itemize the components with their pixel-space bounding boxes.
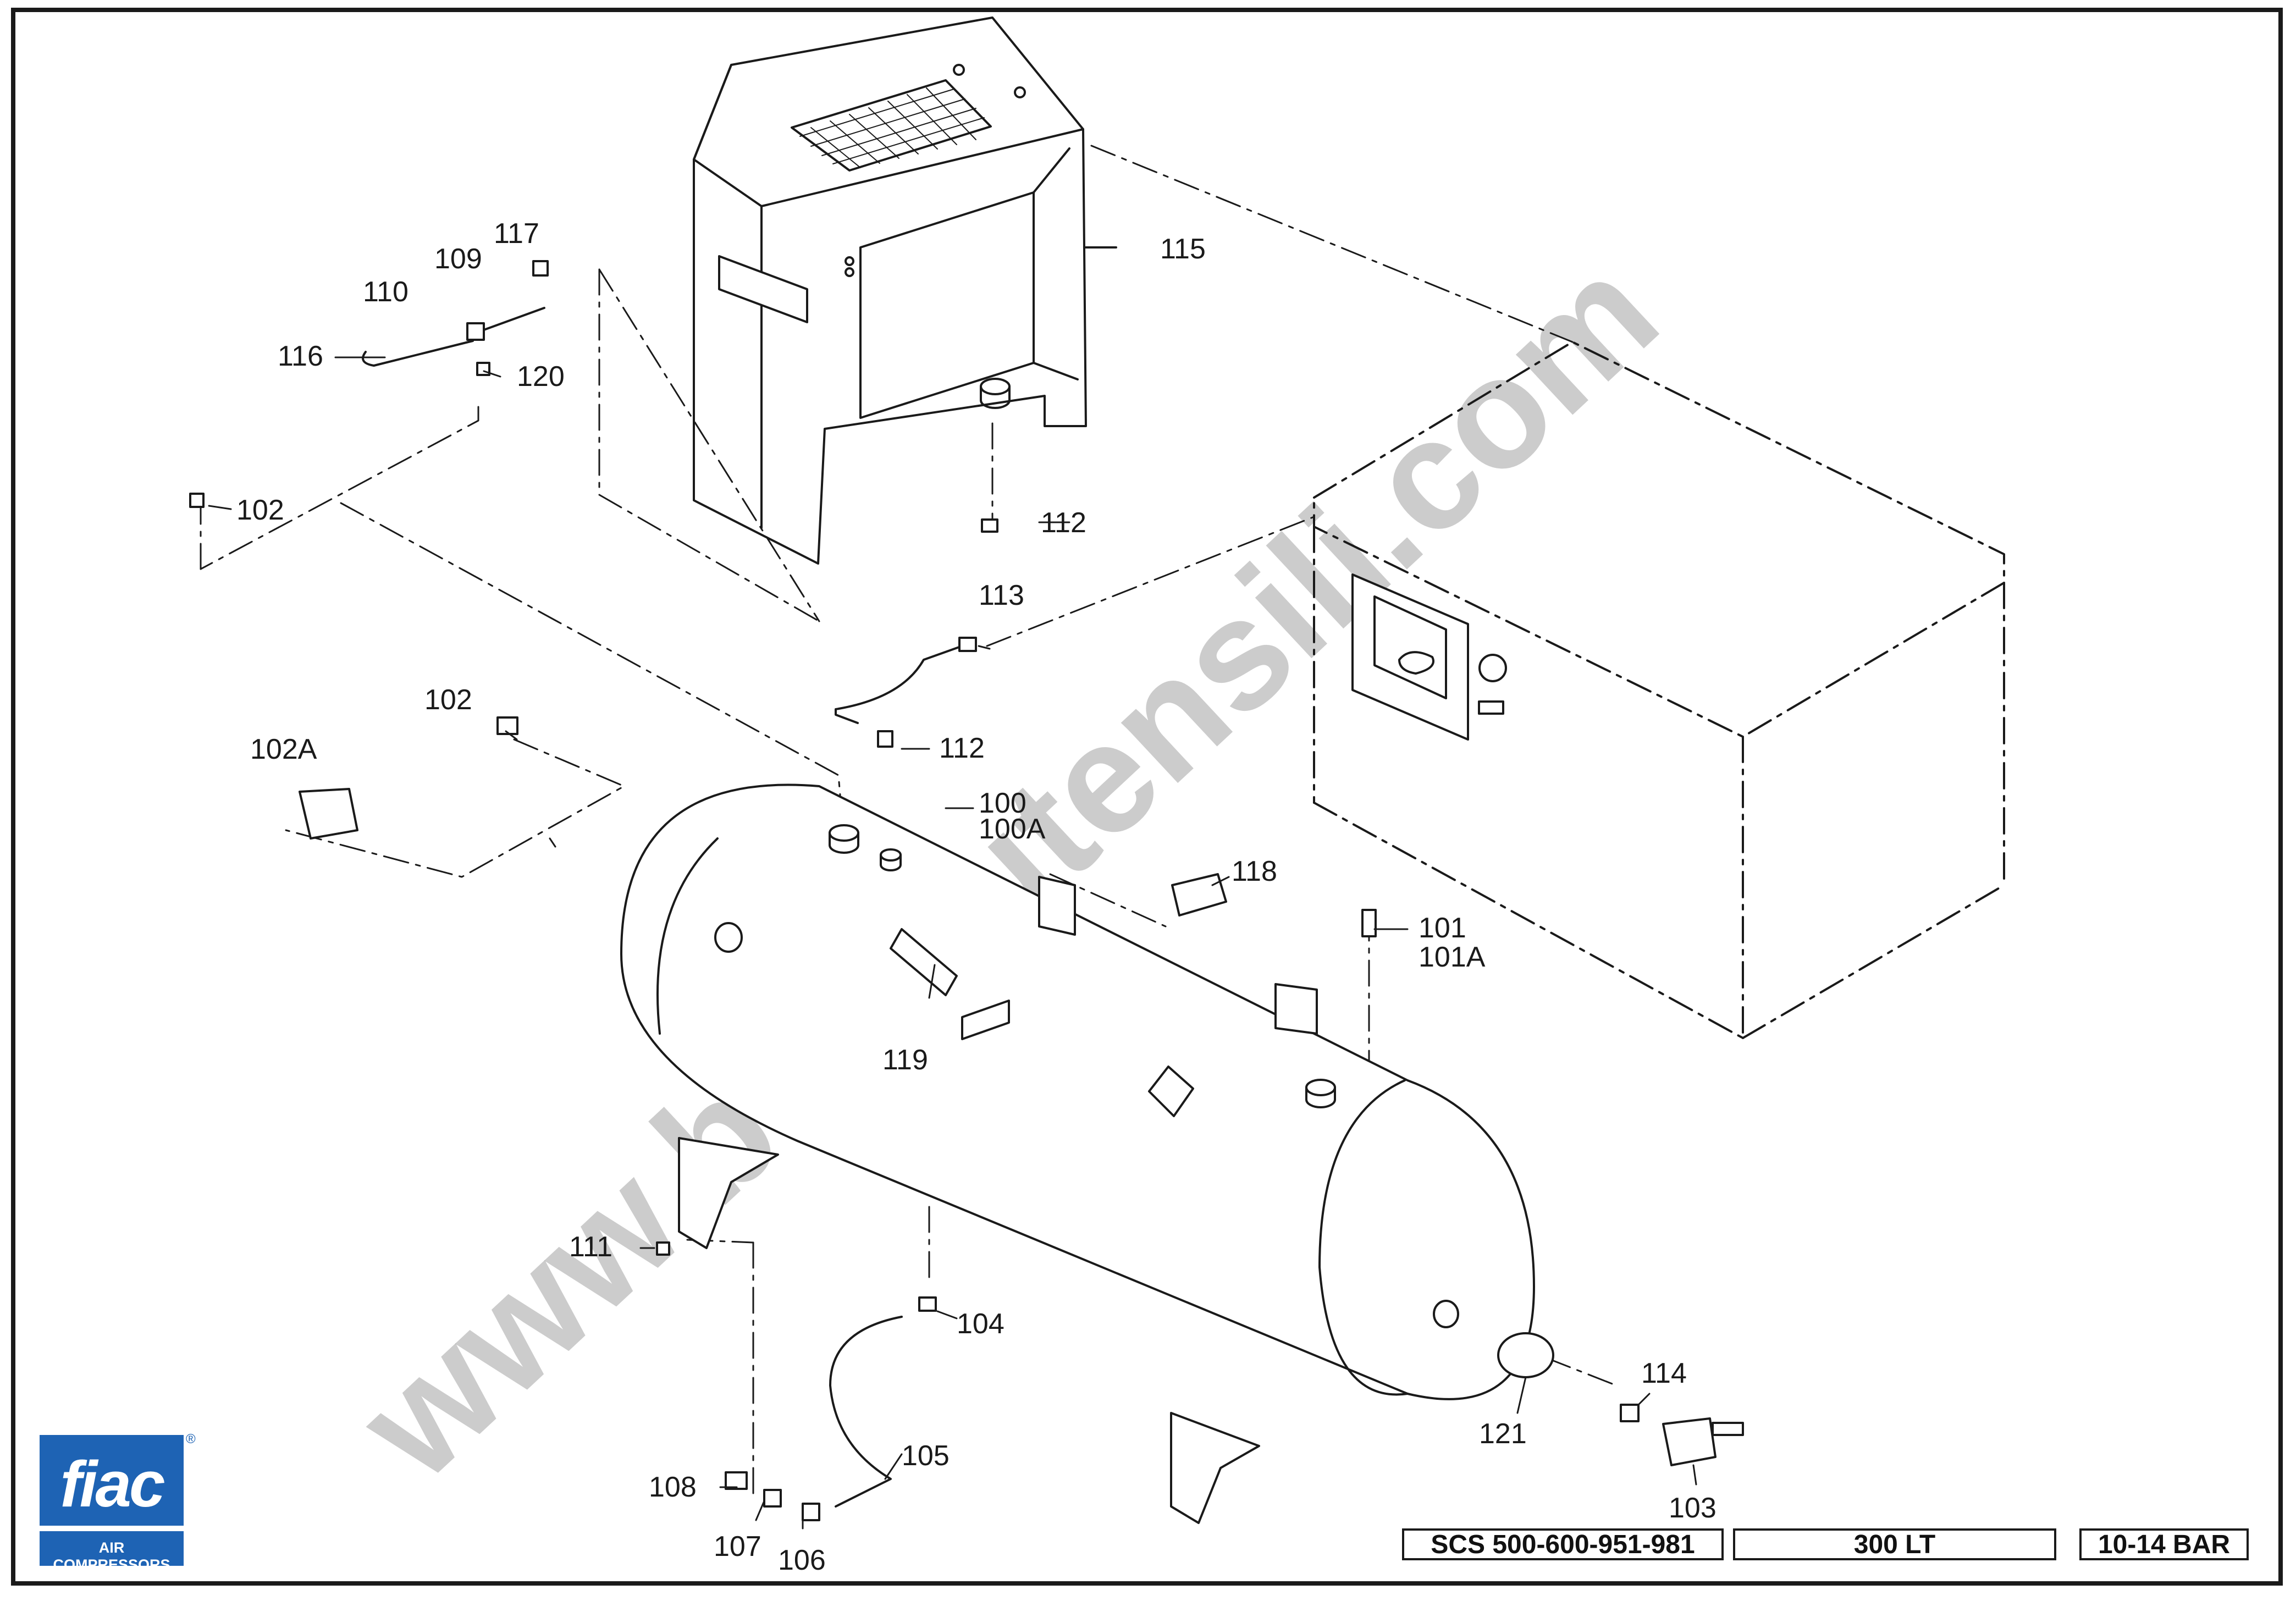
label-104: 104	[957, 1308, 1004, 1340]
cabinet-cover-115	[693, 16, 1117, 565]
label-105: 105	[902, 1440, 950, 1472]
label-110: 110	[363, 276, 409, 308]
label-116: 116	[278, 340, 323, 372]
title-pressure: 10-14 BAR	[2079, 1528, 2249, 1560]
label-118: 118	[1232, 855, 1277, 887]
enclosure-box-dashed	[1313, 341, 2005, 1039]
label-101A: 101A	[1419, 941, 1486, 973]
drawing-frame	[11, 8, 2283, 1586]
label-112-top: 112	[1041, 507, 1086, 539]
title-capacity: 300 LT	[1733, 1528, 2056, 1560]
label-117: 117	[494, 218, 539, 250]
label-119: 119	[882, 1044, 928, 1076]
label-103: 103	[1669, 1492, 1717, 1524]
label-111: 111	[569, 1231, 612, 1263]
label-113: 113	[979, 579, 1024, 611]
box-control-panel	[1351, 573, 1507, 741]
small-parts	[189, 260, 1744, 1521]
label-leaders	[208, 356, 1697, 1530]
label-101: 101	[1419, 912, 1466, 944]
label-102A: 102A	[250, 733, 317, 765]
label-100: 100	[979, 787, 1026, 819]
logo-tagline: AIR COMPRESSORS	[53, 1539, 170, 1573]
air-tank-100	[620, 783, 1535, 1524]
label-100A: 100A	[979, 813, 1046, 845]
label-108: 108	[649, 1471, 697, 1503]
label-106: 106	[778, 1544, 826, 1576]
logo-stripe	[40, 1526, 184, 1531]
label-102-mid: 102	[424, 684, 472, 716]
part-labels: 117 109 110 116 120 115 102 112 113 102 …	[236, 218, 1717, 1576]
logo-registered-mark: ®	[186, 1432, 196, 1447]
logo-brand: fiac	[60, 1448, 165, 1521]
label-112-mid: 112	[939, 732, 985, 764]
label-102-top: 102	[236, 494, 284, 526]
label-115: 115	[1160, 233, 1206, 265]
cover-grille	[799, 87, 985, 168]
label-121: 121	[1479, 1418, 1527, 1450]
title-model: SCS 500-600-951-981	[1402, 1528, 1724, 1560]
label-109: 109	[434, 243, 482, 275]
fiac-logo: fiac AIR COMPRESSORS ®	[40, 1432, 196, 1573]
label-114: 114	[1641, 1357, 1687, 1389]
label-120: 120	[517, 361, 565, 393]
label-107: 107	[714, 1531, 761, 1563]
